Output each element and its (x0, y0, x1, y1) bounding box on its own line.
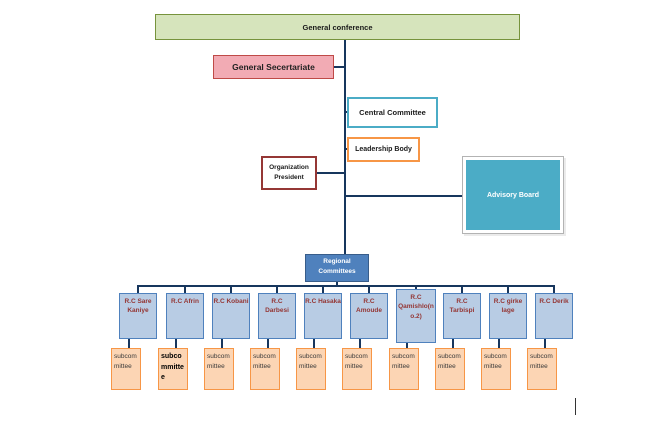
sub-stub (498, 339, 500, 348)
node-rc-derik: R.C Derik (535, 293, 573, 339)
node-subcommittee-6: subcommittee (342, 348, 372, 390)
node-rc-tarbispi: R.C Tarbispi (443, 293, 481, 339)
node-label: R.C Qamishlo(no.2) (398, 294, 434, 320)
node-subcommittee-8: subcommittee (435, 348, 465, 390)
node-label: Leadership Body (355, 146, 412, 153)
regional-stub (336, 282, 338, 286)
rc-stub-top (322, 286, 324, 293)
node-subcommittee-10: subcommittee (527, 348, 557, 390)
node-rc-qamishlo: R.C Qamishlo(no.2) (396, 289, 436, 343)
node-subcommittee-9: subcommittee (481, 348, 511, 390)
rc-stub-top (368, 286, 370, 293)
leadership-body-connector (344, 148, 349, 150)
rc-stub-top (507, 286, 509, 293)
node-subcommittee-5: subcommittee (296, 348, 326, 390)
node-label: subcommittee (253, 353, 276, 370)
node-rc-girke-lage: R.C girke lage (489, 293, 527, 339)
sub-stub (221, 339, 223, 348)
node-label: subcommittee (392, 353, 415, 370)
advisory-board-connector (346, 195, 462, 197)
node-general-conference: General conference (155, 14, 520, 40)
node-label: subcommittee (530, 353, 553, 370)
node-subcommittee-3: subcommittee (204, 348, 234, 390)
node-label: Organization President (269, 164, 309, 181)
node-label: R.C Sare Kaniye (124, 298, 152, 315)
node-rc-afrin: R.C Afrin (166, 293, 204, 339)
node-label: R.C Afrin (171, 298, 199, 305)
sub-stub (544, 339, 546, 348)
node-label: Central Committee (359, 108, 426, 117)
node-rc-kobani: R.C Kobani (212, 293, 250, 339)
node-leadership-body: Leadership Body (347, 137, 420, 162)
central-committee-connector (344, 111, 349, 113)
node-label: subcommittee (345, 353, 368, 370)
node-label: subcommittee (161, 353, 184, 381)
distribution-line (137, 285, 555, 287)
node-subcommittee-7: subcommittee (389, 348, 419, 390)
rc-stub-top (461, 286, 463, 293)
node-label: subcommittee (207, 353, 230, 370)
node-rc-darbesi: R.C Darbesi (258, 293, 296, 339)
node-label: subcommittee (438, 353, 461, 370)
node-regional-committees: Regional Committees (305, 254, 369, 282)
rc-stub-top (230, 286, 232, 293)
sub-stub (267, 339, 269, 348)
node-advisory-board-frame: Advisory Board (462, 156, 564, 234)
node-label: R.C girke lage (493, 298, 523, 315)
node-label: subcommittee (484, 353, 507, 370)
sub-stub (128, 339, 130, 348)
node-label: R.C Derik (539, 298, 569, 305)
secretariat-connector (333, 66, 344, 68)
node-label: R.C Tarbispi (449, 298, 475, 315)
node-label: subcommittee (114, 353, 137, 370)
node-subcommittee-2: subcommittee (158, 348, 188, 390)
president-connector (316, 172, 344, 174)
node-label: R.C Amoude (356, 298, 382, 315)
node-rc-hasaka: R.C Hasaka (304, 293, 342, 339)
node-advisory-board: Advisory Board (466, 160, 560, 230)
node-general-secretariat: General Secertariate (213, 55, 334, 79)
node-subcommittee-1: subcommittee (111, 348, 141, 390)
node-organization-president: Organization President (261, 156, 317, 190)
node-subcommittee-4: subcommittee (250, 348, 280, 390)
sub-stub (359, 339, 361, 348)
rc-stub-top (137, 286, 139, 293)
node-label: R.C Darbesi (265, 298, 289, 315)
sub-stub (452, 339, 454, 348)
sub-stub (313, 339, 315, 348)
node-label: subcommittee (299, 353, 322, 370)
node-label: General conference (302, 22, 373, 32)
rc-stub-top (276, 286, 278, 293)
node-label: R.C Hasaka (305, 298, 341, 305)
node-central-committee: Central Committee (347, 97, 438, 128)
node-label: Regional Committees (318, 258, 356, 275)
sub-stub (406, 343, 408, 348)
node-label: R.C Kobani (213, 298, 249, 305)
sub-stub (175, 339, 177, 348)
text-cursor (575, 398, 576, 415)
node-label: General Secertariate (232, 62, 315, 72)
rc-stub-top (553, 286, 555, 293)
rc-stub-top (415, 286, 417, 289)
node-rc-amoude: R.C Amoude (350, 293, 388, 339)
node-rc-sare-kaniye: R.C Sare Kaniye (119, 293, 157, 339)
node-label: Advisory Board (486, 191, 540, 199)
rc-stub-top (184, 286, 186, 293)
